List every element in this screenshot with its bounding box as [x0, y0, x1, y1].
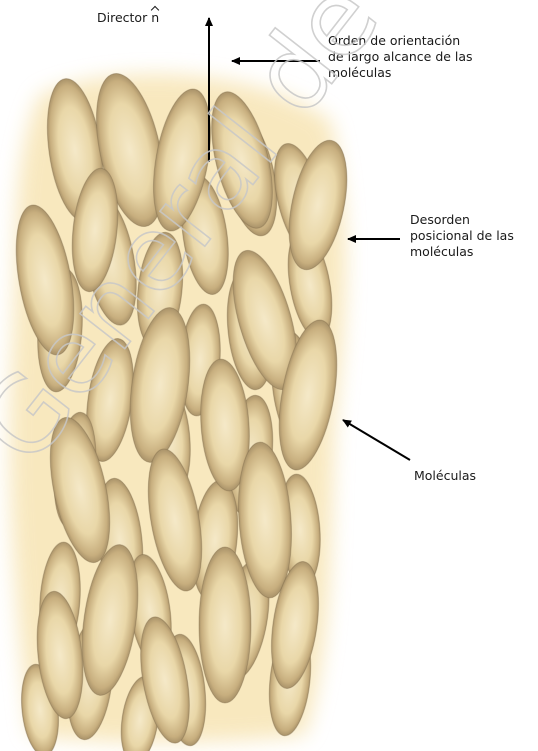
- desorden-line-2: posicional de las: [410, 228, 514, 244]
- molecule: [199, 547, 251, 703]
- desorden-label: Desorden posicional de las moléculas: [410, 212, 514, 260]
- orden-line-2: de largo alcance de las: [328, 49, 473, 65]
- orden-line-3: moléculas: [328, 65, 473, 81]
- orden-label: Orden de orientación de largo alcance de…: [328, 33, 473, 81]
- moleculas-text: Moléculas: [414, 468, 476, 484]
- moleculas-label: Moléculas: [414, 468, 476, 484]
- director-label: Director n: [97, 10, 159, 26]
- director-text: Director: [97, 10, 147, 25]
- desorden-line-1: Desorden: [410, 212, 514, 228]
- desorden-line-3: moléculas: [410, 244, 514, 260]
- orden-line-1: Orden de orientación: [328, 33, 473, 49]
- director-symbol: n: [151, 10, 159, 26]
- moleculas-arrow: [343, 420, 410, 460]
